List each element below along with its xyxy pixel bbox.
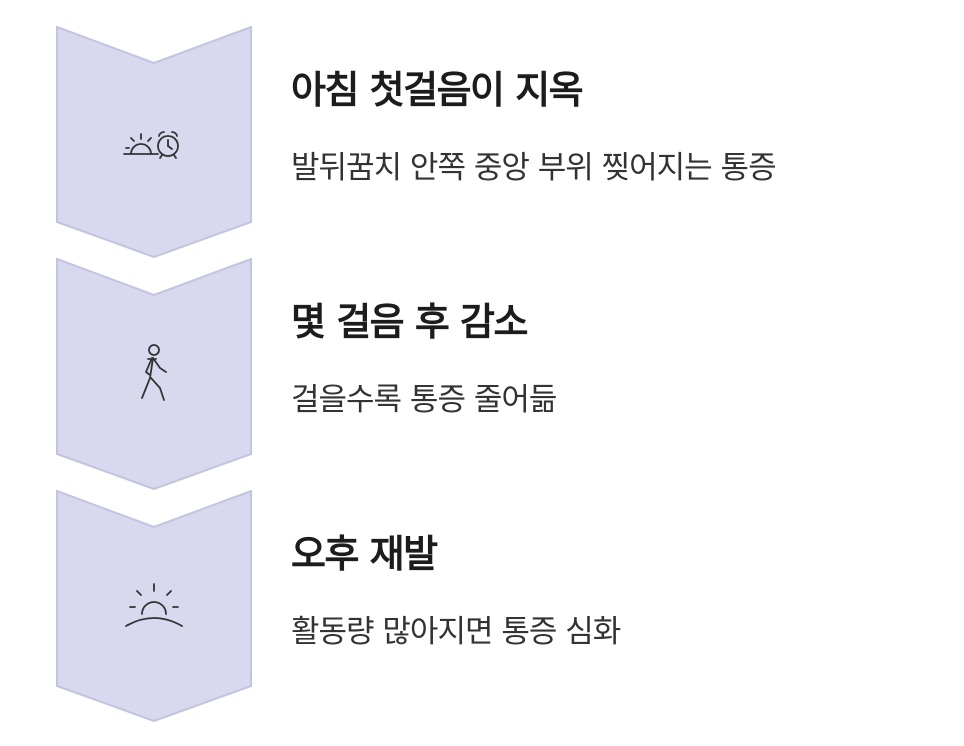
step-description: 걸을수록 통증 줄어듦: [291, 382, 557, 418]
sunrise-alarm-clock-icon: [56, 124, 252, 164]
step-description: 발뒤꿈치 안쪽 중앙 부위 찢어지는 통증: [291, 150, 777, 186]
step-morning: 아침 첫걸음이 지옥 발뒤꿈치 안쪽 중앙 부위 찢어지는 통증: [0, 26, 964, 258]
step-title: 아침 첫걸음이 지옥: [291, 68, 584, 112]
chevron-shape: [56, 26, 252, 258]
chevron-shape: [56, 490, 252, 722]
step-title: 오후 재발: [291, 532, 438, 576]
walking-person-icon: [56, 342, 252, 406]
chevron-shape: [56, 258, 252, 490]
step-title: 몇 걸음 후 감소: [291, 300, 528, 344]
step-afternoon: 오후 재발 활동량 많아지면 통증 심화: [0, 490, 964, 722]
sunset-icon: [56, 582, 252, 632]
step-after-steps: 몇 걸음 후 감소 걸을수록 통증 줄어듦: [0, 258, 964, 490]
step-description: 활동량 많아지면 통증 심화: [291, 614, 621, 650]
